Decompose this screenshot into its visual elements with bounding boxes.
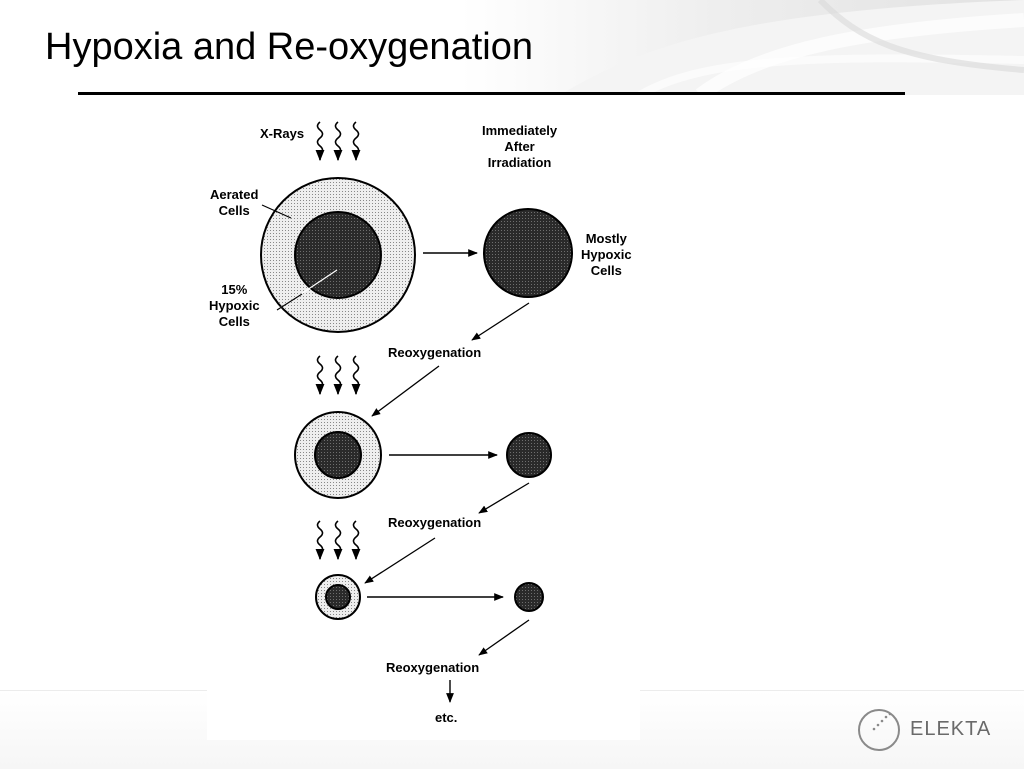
xray-arrows-2	[315, 355, 361, 396]
medium-hypoxic-core	[314, 431, 362, 479]
medium-hypoxic-result	[506, 432, 552, 478]
diag-arrow-1b	[371, 365, 440, 417]
title-divider	[78, 92, 905, 95]
immediately-after-label: Immediately After Irradiation	[482, 123, 558, 170]
mostly-hypoxic-label: Mostly Hypoxic Cells	[581, 231, 632, 278]
mostly-hypoxic-tumor	[483, 208, 573, 298]
reoxygenation-label-2: Reoxygenation	[388, 515, 482, 530]
header-band	[0, 0, 1024, 95]
diag-arrow-2b	[364, 537, 436, 584]
small-hypoxic-result	[514, 582, 544, 612]
etc-label: etc.	[435, 710, 458, 725]
hypoxic-cells-label: 15% Hypoxic Cells	[209, 282, 260, 329]
hypoxic-leader-outer	[276, 293, 303, 311]
large-hypoxic-core	[294, 211, 382, 299]
aerated-leader	[261, 204, 292, 219]
small-hypoxic-core	[325, 584, 351, 610]
reoxygenation-diagram: X-Rays Immediately After Irradiation Aer…	[207, 110, 640, 740]
reoxygenation-label-1: Reoxygenation	[388, 345, 482, 360]
reoxygenation-label-3: Reoxygenation	[386, 660, 480, 675]
diagram-graphics	[260, 121, 573, 703]
elekta-logo: ELEKTA	[856, 707, 996, 753]
elekta-logo-mark	[858, 709, 900, 751]
slide-title: Hypoxia and Re-oxygenation	[45, 26, 533, 68]
elekta-logo-text: ELEKTA	[910, 718, 992, 740]
aerated-cells-label: Aerated Cells	[210, 187, 259, 218]
xray-arrows-1	[315, 121, 361, 162]
xrays-label: X-Rays	[260, 126, 305, 141]
diag-arrow-3a	[478, 619, 530, 656]
header-decoration	[560, 0, 1024, 95]
xray-arrows-3	[315, 520, 361, 561]
diag-arrow-1a	[471, 302, 530, 341]
diag-arrow-2a	[478, 482, 530, 514]
